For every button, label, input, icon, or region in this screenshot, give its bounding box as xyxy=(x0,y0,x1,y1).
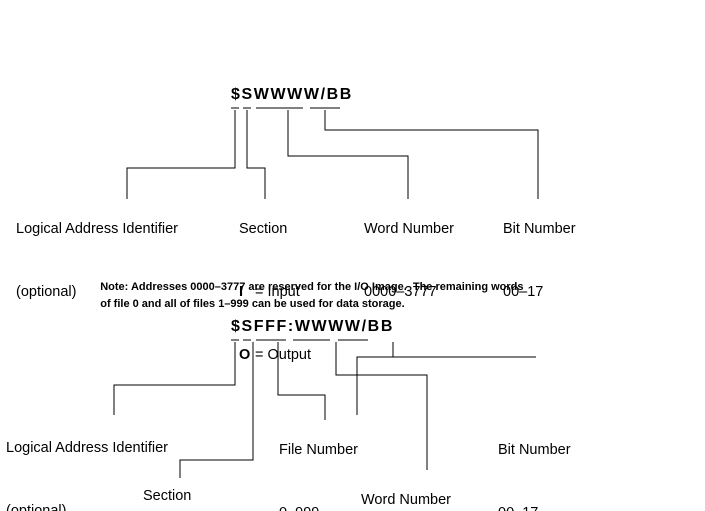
label-f2-bit-title: Bit Number xyxy=(498,442,571,458)
label-f1-logical-address-identifier: Logical Address Identifier (optional) xyxy=(16,177,246,345)
note-line-2: of file 0 and all of files 1–999 can be … xyxy=(100,298,405,310)
label-f1-section-output-value: = Output xyxy=(255,347,312,363)
label-f2-file-range: 0–999 xyxy=(279,503,409,511)
label-f1-lai-title: Logical Address Identifier xyxy=(16,221,179,237)
label-f1-section-input: I = Input xyxy=(239,282,359,303)
label-f1-bit-range: 00–17 xyxy=(503,284,544,300)
label-f1-word-title: Word Number xyxy=(364,221,454,237)
label-f2-lai-title: Logical Address Identifier xyxy=(6,440,169,456)
note-block: Note: Addresses 0000–3777 are reserved f… xyxy=(88,262,648,330)
label-f1-word-range: 0000–3777 xyxy=(364,284,437,300)
label-f2-file-number: File Number 0–999 xyxy=(279,398,409,511)
label-f1-section: Section I = Input O= Output xyxy=(239,177,359,408)
label-f2-bit-number: Bit Number 00–17 xyxy=(498,398,618,511)
label-f1-lai-subtitle: (optional) xyxy=(16,284,77,300)
format-string-2: $SFFF:WWWW/BB xyxy=(231,318,394,335)
label-f1-section-output: O= Output xyxy=(239,345,359,366)
label-f1-section-output-key: O xyxy=(239,347,251,363)
label-f2-word-title: Word Number xyxy=(361,492,451,508)
format-string-1: $SWWWW/BB xyxy=(231,86,353,103)
label-f1-section-input-key: I xyxy=(239,284,244,300)
label-f2-word-number: Word Number 0000–7777 xyxy=(361,448,501,511)
label-f2-file-title: File Number xyxy=(279,442,358,458)
label-f1-section-input-value: = Input xyxy=(255,284,300,300)
label-f2-logical-address-identifier: Logical Address Identifier (optional) xyxy=(6,396,236,511)
label-f2-section-title: Section xyxy=(143,488,192,504)
label-f2-lai-subtitle: (optional) xyxy=(6,503,67,511)
label-f1-word-number: Word Number 0000–3777 xyxy=(364,177,494,345)
label-f2-section: Section I= Input O= Output xyxy=(143,444,283,511)
label-f2-bit-range: 00–17 xyxy=(498,503,618,511)
label-f1-section-title: Section xyxy=(239,221,288,237)
label-f1-bit-title: Bit Number xyxy=(503,221,576,237)
label-f1-bit-number: Bit Number 00–17 xyxy=(503,177,623,345)
note-line-1: Note: Addresses 0000–3777 are reserved f… xyxy=(100,281,524,293)
